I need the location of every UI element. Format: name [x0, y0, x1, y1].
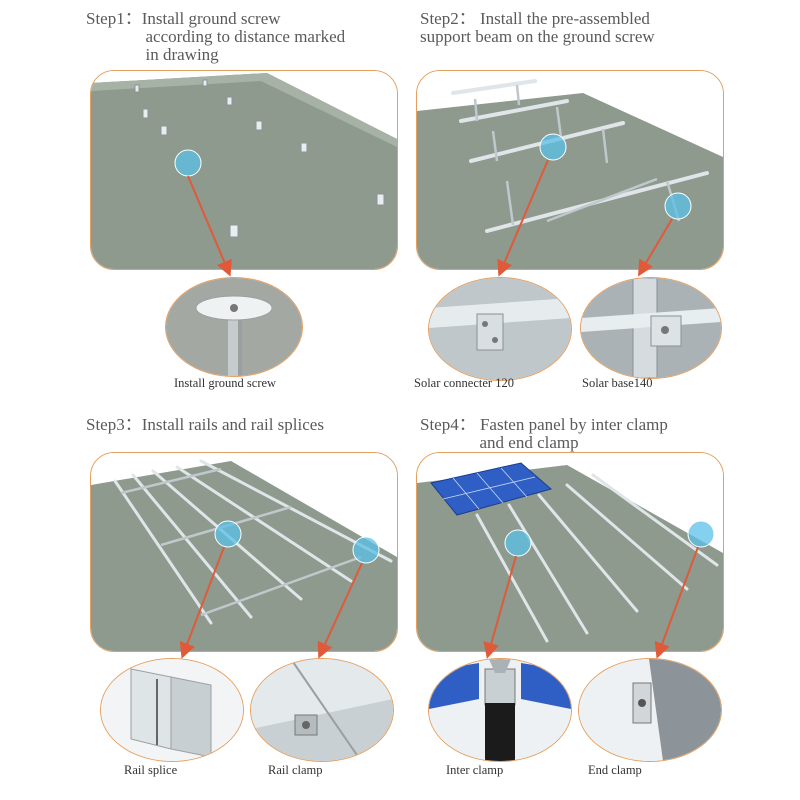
rail-splice-detail [100, 658, 244, 762]
caption-install-ground-screw: Install ground screw [174, 376, 277, 390]
caption-rail-clamp: Rail clamp [268, 763, 323, 777]
step2-title: Step2： Install the pre-assembled support… [420, 9, 655, 46]
step3-title: Step3：Install rails and rail splices [86, 415, 324, 434]
ground-screw-detail [165, 277, 303, 377]
step4-title: Step4： Fasten panel by inter clamp and e… [420, 415, 668, 452]
caption-solar-connecter-120: Solar connecter 120 [414, 376, 514, 390]
rail-clamp-detail [250, 658, 394, 762]
caption-inter-clamp: Inter clamp [446, 763, 504, 777]
caption-solar-base-140: Solar base140 [582, 376, 653, 390]
step1-title: Step1：Install ground screw according to … [86, 9, 346, 64]
inter-clamp-detail [428, 658, 572, 762]
solar-base-140-detail [580, 277, 722, 379]
step3-panel [90, 452, 398, 652]
step2-panel [416, 70, 724, 270]
end-clamp-detail [578, 658, 722, 762]
step4-panel [416, 452, 724, 652]
step1-panel [90, 70, 398, 270]
caption-rail-splice: Rail splice [124, 763, 178, 777]
solar-connecter-120-detail [428, 277, 572, 381]
caption-end-clamp: End clamp [588, 763, 642, 777]
